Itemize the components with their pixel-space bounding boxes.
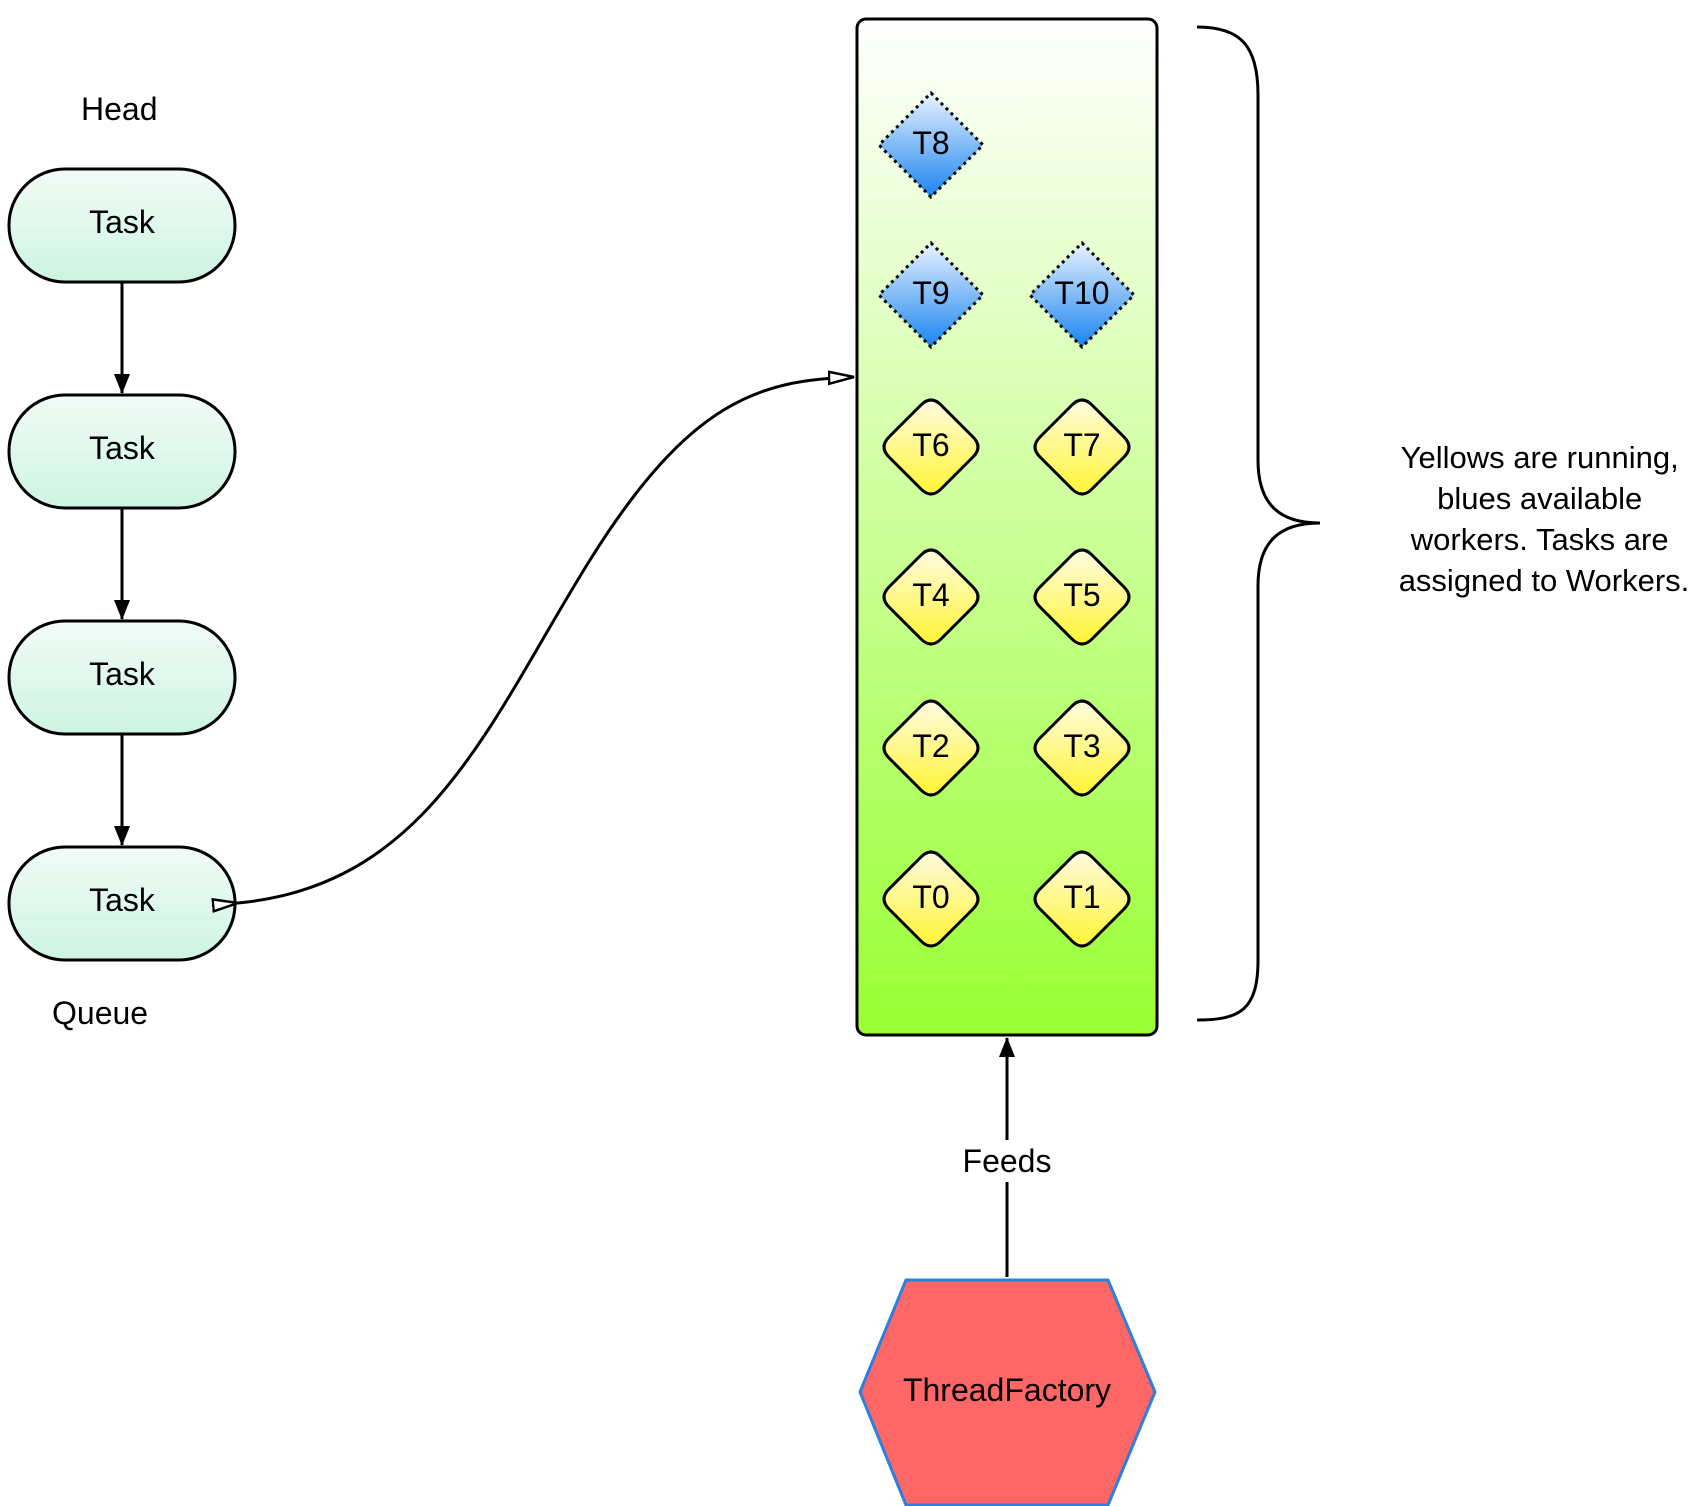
running-worker-shape [1033, 699, 1131, 797]
worker-t9: T9 [876, 240, 986, 350]
worker-t5: T5 [1033, 548, 1131, 646]
annotation-line: blues available [1437, 481, 1642, 516]
available-worker-shape [1027, 240, 1137, 350]
queue-task-label: Task [89, 204, 156, 240]
worker-t7: T7 [1033, 398, 1131, 496]
worker-label: T7 [1063, 427, 1100, 463]
queue-pool-connector [238, 377, 854, 903]
queue-task-3: Task [7, 619, 237, 736]
worker-label: T10 [1054, 275, 1109, 311]
worker-label: T9 [912, 275, 949, 311]
worker-t6: T6 [882, 398, 980, 496]
running-worker-shape [1033, 850, 1131, 948]
available-worker-shape [876, 240, 986, 350]
worker-t4: T4 [882, 548, 980, 646]
queue-task-2: Task [7, 393, 237, 510]
available-worker-shape [876, 90, 986, 200]
worker-label: T8 [912, 125, 949, 161]
worker-t0: T0 [882, 850, 980, 948]
queue-task-1: Task [7, 167, 237, 284]
worker-label: T0 [912, 879, 949, 915]
worker-label: T1 [1063, 879, 1100, 915]
annotation-line: assigned to Workers. [1399, 563, 1690, 598]
worker-t2: T2 [882, 699, 980, 797]
thread-factory-node: ThreadFactory [858, 1278, 1157, 1506]
feeds-label: Feeds [963, 1143, 1052, 1179]
running-worker-shape [1033, 398, 1131, 496]
running-worker-shape [882, 699, 980, 797]
worker-label: T3 [1063, 728, 1100, 764]
queue-task-label: Task [89, 882, 156, 918]
pool-brace [1196, 25, 1321, 1022]
queue-task-label: Task [89, 656, 156, 692]
queue-task-4: Task [7, 845, 237, 962]
queue-task-label: Task [89, 430, 156, 466]
worker-label: T2 [912, 728, 949, 764]
worker-t8: T8 [876, 90, 986, 200]
thread-factory-label: ThreadFactory [903, 1372, 1111, 1408]
worker-t1: T1 [1033, 850, 1131, 948]
running-worker-shape [882, 850, 980, 948]
worker-t3: T3 [1033, 699, 1131, 797]
queue-footer-label: Queue [52, 995, 148, 1031]
worker-label: T5 [1063, 577, 1100, 613]
running-worker-shape [1033, 548, 1131, 646]
worker-label: T4 [912, 577, 949, 613]
annotation-text: Yellows are running, blues available wor… [1399, 440, 1690, 598]
annotation-line: workers. Tasks are [1410, 522, 1669, 557]
running-worker-shape [882, 548, 980, 646]
annotation-line: Yellows are running, [1401, 440, 1679, 475]
worker-t10: T10 [1027, 240, 1137, 350]
queue-head-label: Head [81, 91, 158, 127]
feeds-label-bg [955, 1140, 1059, 1182]
running-worker-shape [882, 398, 980, 496]
worker-label: T6 [912, 427, 949, 463]
